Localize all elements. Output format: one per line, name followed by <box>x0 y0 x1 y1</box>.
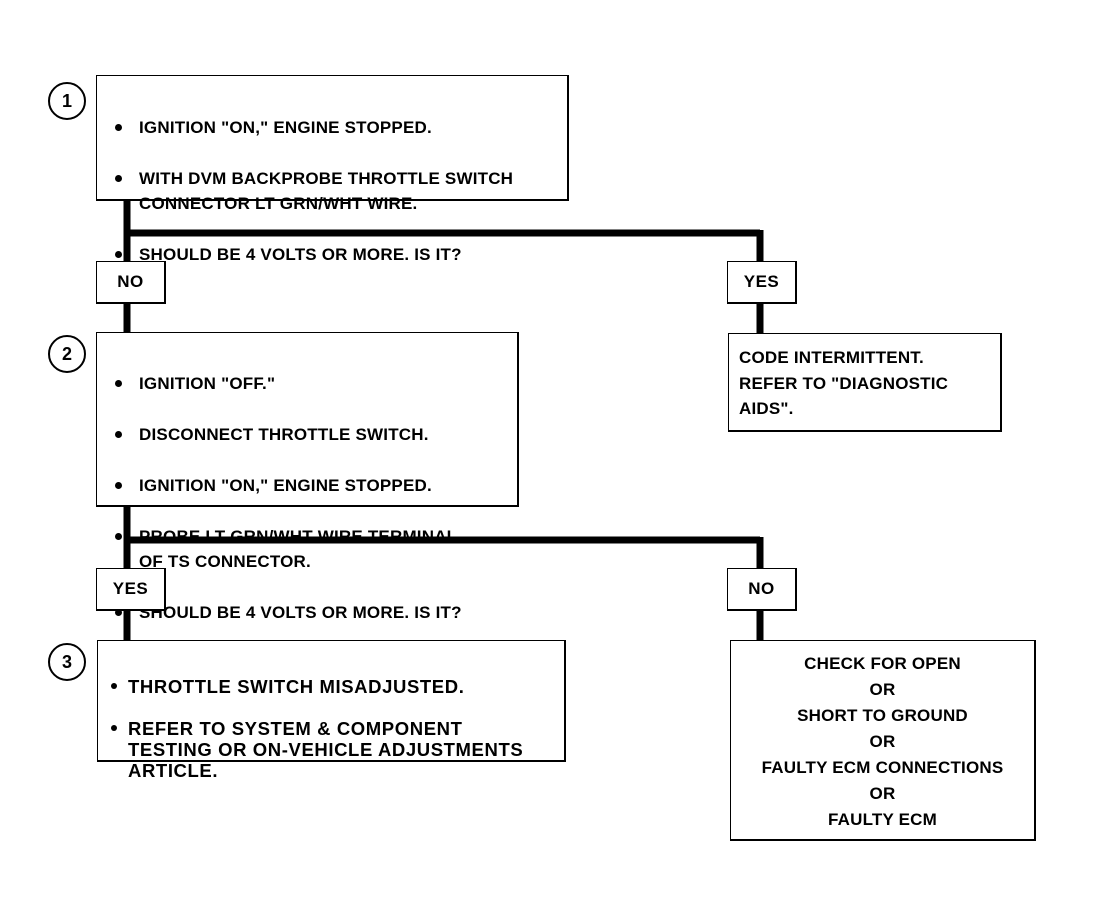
step-1-number: 1 <box>61 90 72 111</box>
step-2-number: 2 <box>61 343 72 364</box>
step-2-box: IGNITION "OFF." DISCONNECT THROTTLE SWIT… <box>96 332 519 622</box>
step-1-yes-text: YES <box>743 272 780 291</box>
step-3-number: 3 <box>61 651 72 672</box>
step-3-bullet: REFER TO SYSTEM & COMPONENT TESTING OR O… <box>106 718 556 781</box>
step-2-bullet: IGNITION "ON," ENGINE STOPPED. <box>107 473 507 499</box>
step-2-bullet: SHOULD BE 4 VOLTS OR MORE. IS IT? <box>107 600 507 626</box>
step-2-bullets: IGNITION "OFF." DISCONNECT THROTTLE SWIT… <box>107 345 507 651</box>
result-line: SHORT TO GROUND <box>797 706 968 725</box>
step-1-no-text: NO <box>117 272 144 291</box>
result-line: OR <box>869 784 896 803</box>
step-1-yes-label: YES <box>727 261 797 304</box>
step-2-no-label: NO <box>727 568 797 611</box>
step-2-bullet: PROBE LT GRN/WHT WIRE TERMINAL OF TS CON… <box>107 524 507 575</box>
step-3-bullets: THROTTLE SWITCH MISADJUSTED. REFER TO SY… <box>106 655 556 802</box>
step-1-bullet: WITH DVM BACKPROBE THROTTLE SWITCH CONNE… <box>107 166 557 217</box>
code-intermittent-box: CODE INTERMITTENT. REFER TO "DIAGNOSTIC … <box>728 333 1002 432</box>
step-1-bullet: IGNITION "ON," ENGINE STOPPED. <box>107 115 557 141</box>
result-line: OR <box>869 680 896 699</box>
step-2-bullet: DISCONNECT THROTTLE SWITCH. <box>107 422 507 448</box>
result-line: FAULTY ECM <box>827 810 938 829</box>
step-3-bullet: THROTTLE SWITCH MISADJUSTED. <box>106 676 556 697</box>
step-2-circle: 2 <box>48 335 86 373</box>
step-2-yes-label: YES <box>96 568 166 611</box>
step-2-bullet: IGNITION "OFF." <box>107 371 507 397</box>
step-1-circle: 1 <box>48 82 86 120</box>
step-1-bullet: SHOULD BE 4 VOLTS OR MORE. IS IT? <box>107 242 557 268</box>
step-1-no-label: NO <box>96 261 166 304</box>
result-line: FAULTY ECM CONNECTIONS <box>761 758 1004 777</box>
step-3-circle: 3 <box>48 643 86 681</box>
step-1-bullets: IGNITION "ON," ENGINE STOPPED. WITH DVM … <box>107 89 557 293</box>
check-for-open-lines: CHECK FOR OPEN OR SHORT TO GROUND OR FAU… <box>731 651 1034 833</box>
step-2-yes-text: YES <box>112 579 149 598</box>
result-line: OR <box>869 732 896 751</box>
step-2-no-text: NO <box>748 579 775 598</box>
step-3-box: THROTTLE SWITCH MISADJUSTED. REFER TO SY… <box>97 640 566 781</box>
code-intermittent-text: CODE INTERMITTENT. REFER TO "DIAGNOSTIC … <box>739 348 949 418</box>
step-1-box: IGNITION "ON," ENGINE STOPPED. WITH DVM … <box>96 75 569 264</box>
check-for-open-box: CHECK FOR OPEN OR SHORT TO GROUND OR FAU… <box>730 640 1036 841</box>
result-line: CHECK FOR OPEN <box>804 654 961 673</box>
